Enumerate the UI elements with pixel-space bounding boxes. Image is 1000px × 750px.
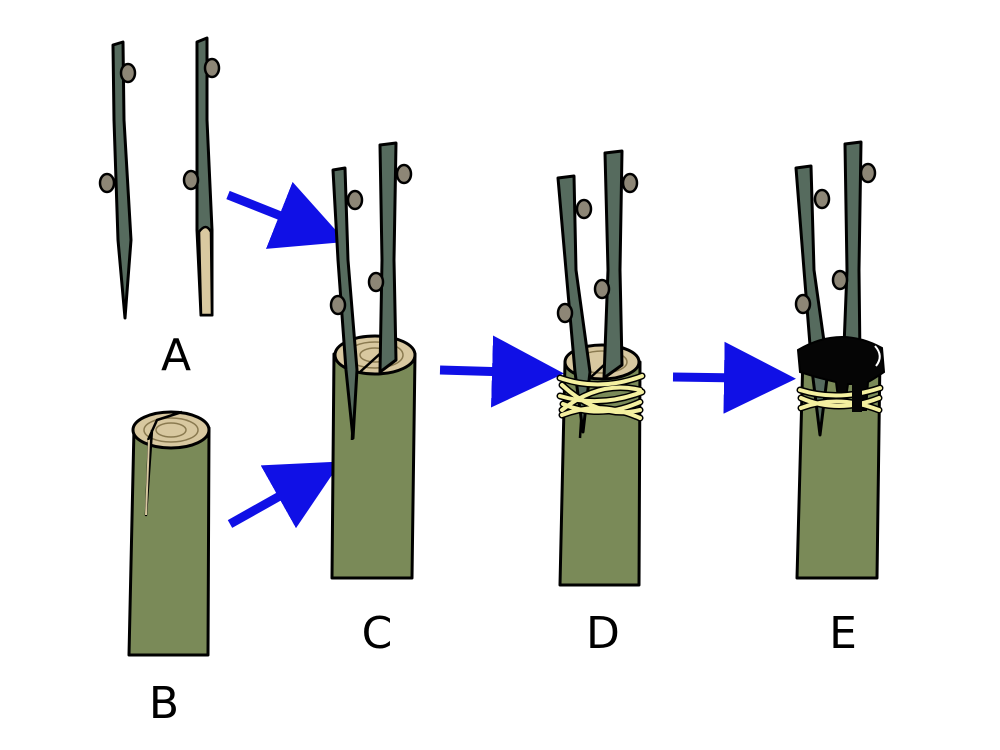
label-e: E: [829, 608, 857, 659]
bud-icon: [859, 162, 877, 184]
arrow-icon: [439, 335, 564, 408]
bud-icon: [119, 62, 137, 84]
step-a-scions: A: [98, 36, 221, 381]
arrow-icon: [227, 461, 342, 529]
scion-cut-face: [197, 225, 214, 317]
bud-icon: [98, 172, 116, 194]
grafting-string: [556, 372, 646, 422]
bud-icon: [367, 271, 385, 293]
arrow-icon: [672, 341, 796, 414]
scion-right: [182, 36, 221, 317]
bud-icon: [575, 198, 593, 220]
step-b-rootstock: B: [127, 410, 211, 729]
bud-icon: [346, 189, 364, 211]
scion-left: [98, 40, 137, 320]
arrow-icon: [226, 181, 347, 249]
step-e-sealed: E: [794, 140, 886, 659]
bud-icon: [182, 169, 200, 191]
bud-icon: [813, 188, 831, 210]
bud-icon: [329, 294, 347, 316]
bud-icon: [593, 278, 611, 300]
bud-icon: [203, 57, 221, 79]
step-c-inserted: C: [329, 141, 417, 659]
label-b: B: [149, 678, 179, 729]
step-d-tied: D: [556, 149, 646, 659]
label-d: D: [586, 608, 620, 659]
bud-icon: [794, 293, 812, 315]
label-a: A: [161, 330, 191, 381]
bud-icon: [395, 163, 413, 185]
bud-icon: [556, 302, 574, 324]
grafting-string: [796, 384, 884, 414]
bud-icon: [831, 269, 849, 291]
bud-icon: [621, 172, 639, 194]
label-c: C: [362, 608, 393, 659]
